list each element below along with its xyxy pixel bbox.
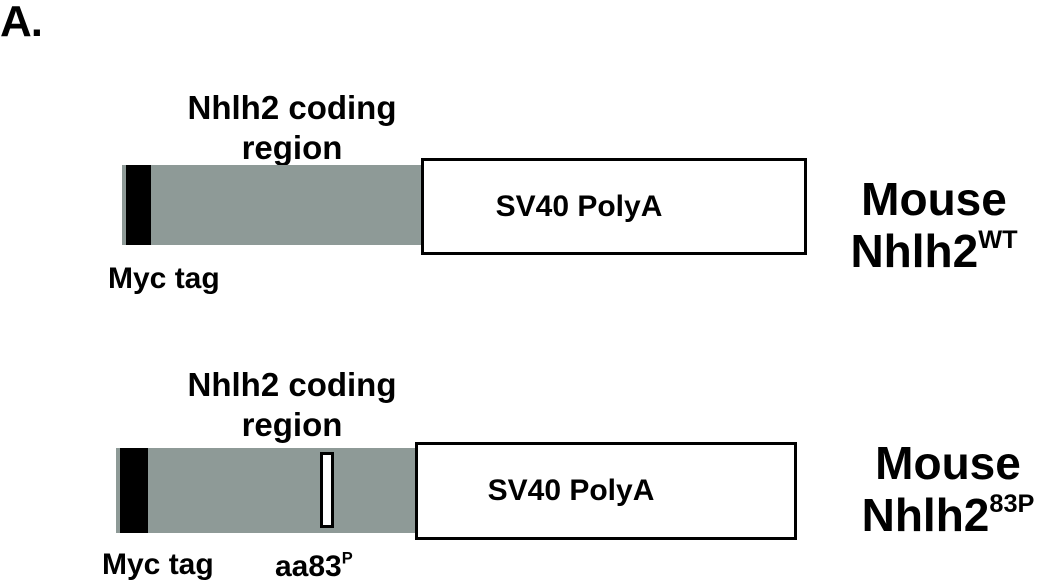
coding-region-label-line2: region [241,129,343,166]
coding-region-bar [116,448,416,533]
sv40-polya-box: SV40 PolyA [415,442,797,540]
construct-name-line2: Nhlh2WT [824,225,1044,277]
construct-name-line1: Mouse [861,173,1007,225]
mutation-marker [320,452,334,528]
myc-tag-label: Myc tag [102,548,214,581]
mutation-label-superscript: P [341,549,353,568]
construct-name-line1: Mouse [875,437,1021,489]
panel-label: A. [0,0,43,46]
coding-region-label: Nhlh2 coding region [142,88,442,168]
myc-tag-block [120,448,148,533]
construct-name-wt: Mouse Nhlh2WT [824,173,1044,277]
coding-region-label-line2: region [241,406,343,443]
construct-name-line2: Nhlh283P [838,489,1050,541]
myc-tag-label: Myc tag [108,262,220,295]
construct-wt: Nhlh2 coding region SV40 PolyA Myc tag M… [108,88,1044,295]
coding-region-label: Nhlh2 coding region [142,365,442,445]
sv40-polya-label: SV40 PolyA [487,474,655,507]
construct-name-superscript: 83P [989,490,1035,519]
coding-region-label-line1: Nhlh2 coding [187,89,397,126]
coding-region-label-line1: Nhlh2 coding [187,366,397,403]
construct-name-superscript: WT [978,226,1018,255]
construct-name-83p: Mouse Nhlh283P [838,437,1050,541]
mutation-label-base: aa83 [275,550,342,583]
myc-tag-block [126,165,151,245]
sv40-polya-box: SV40 PolyA [421,158,807,255]
mutation-label: aa83P [275,550,353,584]
construct-name-base: Nhlh2 [850,225,979,277]
sv40-polya-label: SV40 PolyA [495,189,663,223]
coding-region-bar [122,165,422,245]
construct-name-base: Nhlh2 [861,489,990,541]
